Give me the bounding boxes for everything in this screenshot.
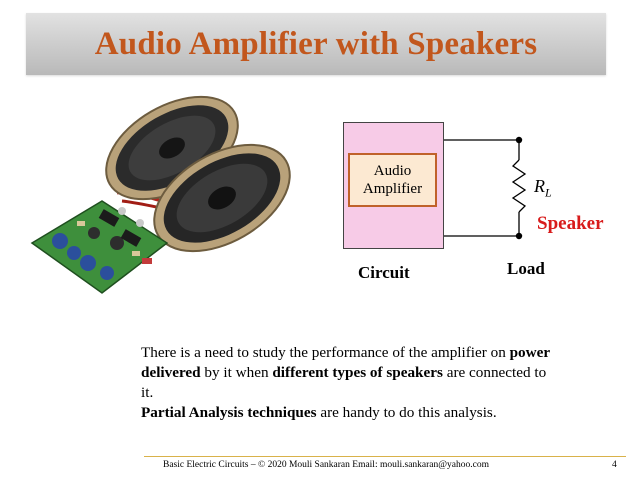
load-terminal-top — [515, 136, 523, 144]
load-resistor-label: RL — [534, 176, 552, 200]
load-label: Load — [507, 259, 545, 278]
amp-label-line2: Amplifier — [362, 181, 423, 197]
pcb-board — [30, 200, 169, 294]
footer-text: Basic Electric Circuits – © 2020 Mouli S… — [163, 460, 489, 470]
circuit-label: Circuit — [358, 263, 410, 282]
audio-amplifier-block: Audio Amplifier — [348, 153, 437, 207]
page-number: 4 — [612, 460, 617, 470]
amp-label-line1: Audio — [373, 163, 412, 179]
body-paragraph-2: Partial Analysis techniques are handy to… — [141, 404, 497, 421]
body-paragraph-1: There is a need to study the performance… — [141, 344, 550, 401]
speaker-right — [153, 143, 291, 253]
speaker-label: Speaker — [537, 213, 604, 234]
footer-rule — [144, 456, 626, 457]
body-text: There is a need to study the performance… — [141, 343, 561, 423]
amplifier-photo — [30, 95, 291, 294]
title-bar: Audio Amplifier with Speakers — [26, 13, 606, 75]
resistor-symbol — [511, 159, 527, 213]
slide-title: Audio Amplifier with Speakers — [94, 25, 538, 62]
load-terminal-bottom — [515, 232, 523, 240]
